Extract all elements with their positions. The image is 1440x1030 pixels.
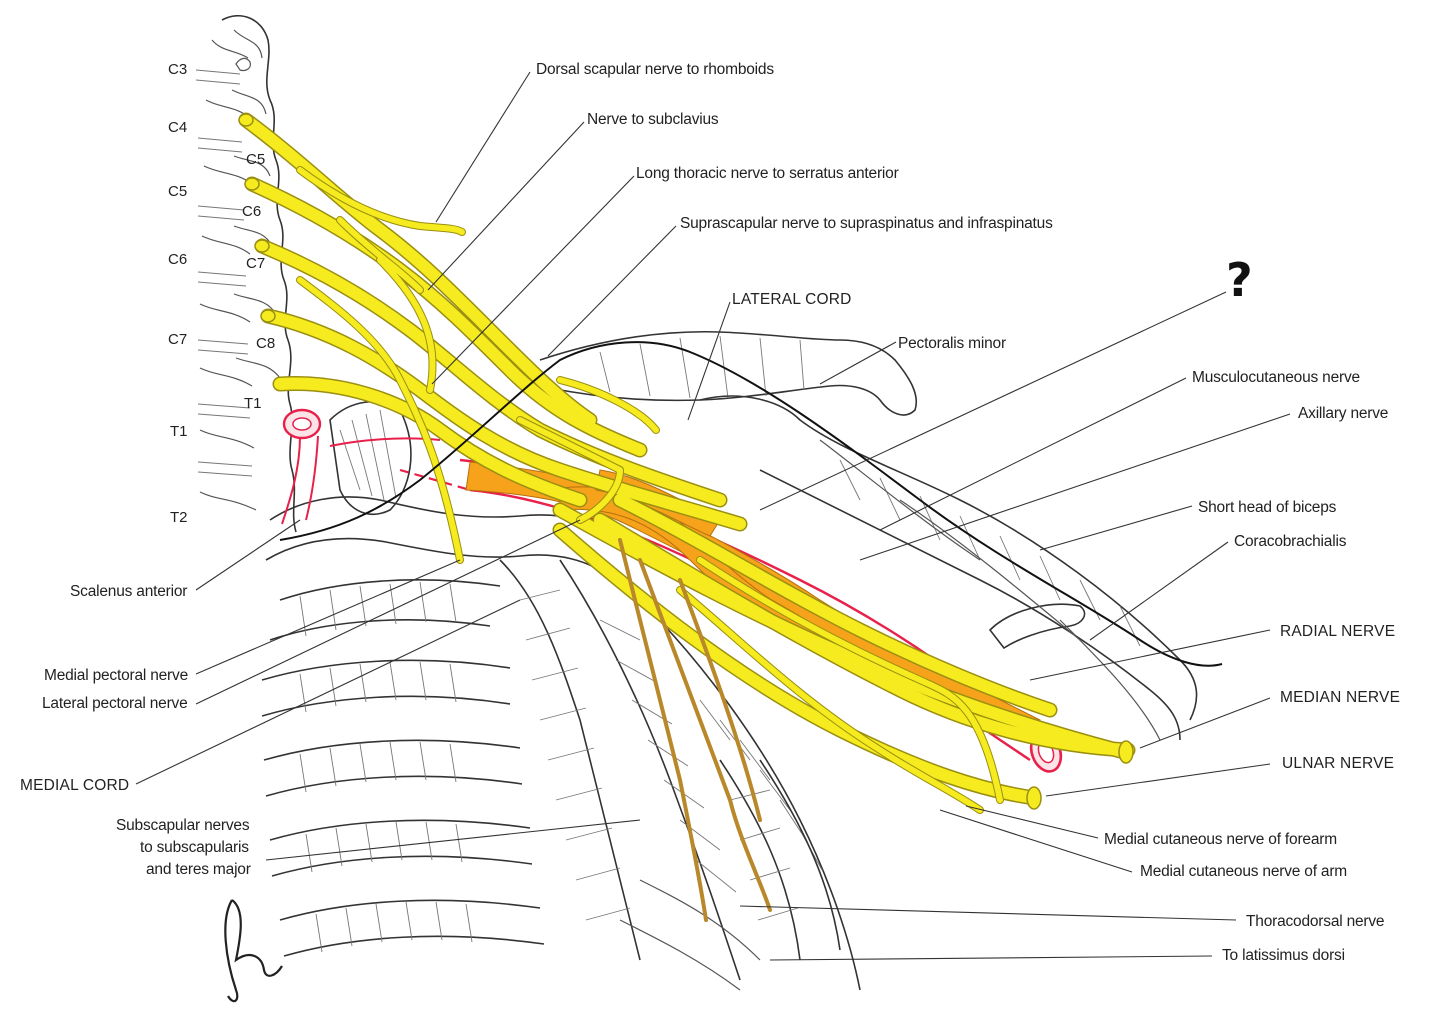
label-medial-cord: MEDIAL CORD (20, 777, 129, 794)
label-subscapular-line-2: to subscapularis (140, 839, 249, 856)
scapula-latissimus (619, 759, 841, 991)
label-short-head-biceps: Short head of biceps (1198, 499, 1337, 516)
label-latissimus-dorsi: To latissimus dorsi (1222, 947, 1345, 964)
vertebra-label-c3: C3 (168, 61, 187, 78)
label-coracobrachialis: Coracobrachialis (1234, 533, 1347, 550)
label-long-thoracic: Long thoracic nerve to serratus anterior (636, 165, 899, 182)
clavicle (539, 330, 917, 416)
label-lateral-pectoral: Lateral pectoral nerve (42, 695, 188, 712)
signature (224, 899, 283, 1003)
vertebra-label-c7: C7 (168, 331, 187, 348)
label-thoracodorsal: Thoracodorsal nerve (1246, 913, 1384, 930)
label-subscapular-line-3: and teres major (146, 861, 251, 878)
label-radial-nerve: RADIAL NERVE (1280, 623, 1395, 640)
label-suprascapular: Suprascapular nerve to supraspinatus and… (680, 215, 1053, 232)
root-labels: C5 C6 C7 C8 T1 (242, 151, 275, 412)
root-label-t1: T1 (244, 395, 262, 412)
rib-cage (261, 579, 545, 957)
root-label-c6: C6 (242, 203, 261, 220)
label-scalenus-anterior: Scalenus anterior (70, 583, 187, 600)
subclavian-axillary-artery (281, 408, 1063, 773)
label-dorsal-scapular: Dorsal scapular nerve to rhomboids (536, 61, 774, 78)
nerve-labels: Dorsal scapular nerve to rhomboids Nerve… (20, 61, 1400, 964)
label-nerve-to-subclavius: Nerve to subclavius (587, 111, 719, 128)
vertebra-label-c5: C5 (168, 183, 187, 200)
root-label-c5: C5 (246, 151, 265, 168)
brachial-plexus-nerves (238, 112, 1136, 922)
question-mark: ? (1226, 253, 1253, 307)
vertebra-labels: C3 C4 C5 C6 C7 T1 T2 (168, 61, 188, 526)
vertebra-label-c6: C6 (168, 251, 187, 268)
cervical-spine (195, 15, 297, 533)
label-medial-cutaneous-arm: Medial cutaneous nerve of arm (1140, 863, 1347, 880)
label-median-nerve: MEDIAN NERVE (1280, 689, 1400, 706)
label-medial-cutaneous-forearm: Medial cutaneous nerve of forearm (1104, 831, 1337, 848)
root-label-c8: C8 (256, 335, 275, 352)
label-ulnar-nerve: ULNAR NERVE (1282, 755, 1394, 772)
vertebra-label-t2: T2 (170, 509, 188, 526)
label-axillary: Axillary nerve (1298, 405, 1388, 422)
vertebra-label-c4: C4 (168, 119, 187, 136)
leader-lines (135, 71, 1291, 961)
vertebra-label-t1: T1 (170, 423, 188, 440)
label-medial-pectoral: Medial pectoral nerve (44, 667, 188, 684)
root-label-c7: C7 (246, 255, 265, 272)
label-pectoralis-minor: Pectoralis minor (898, 335, 1006, 352)
label-lateral-cord: LATERAL CORD (732, 291, 852, 308)
label-subscapular-line-1: Subscapular nerves (116, 817, 250, 834)
scalenus-anterior-muscle (329, 400, 412, 515)
label-musculocutaneous: Musculocutaneous nerve (1192, 369, 1360, 386)
